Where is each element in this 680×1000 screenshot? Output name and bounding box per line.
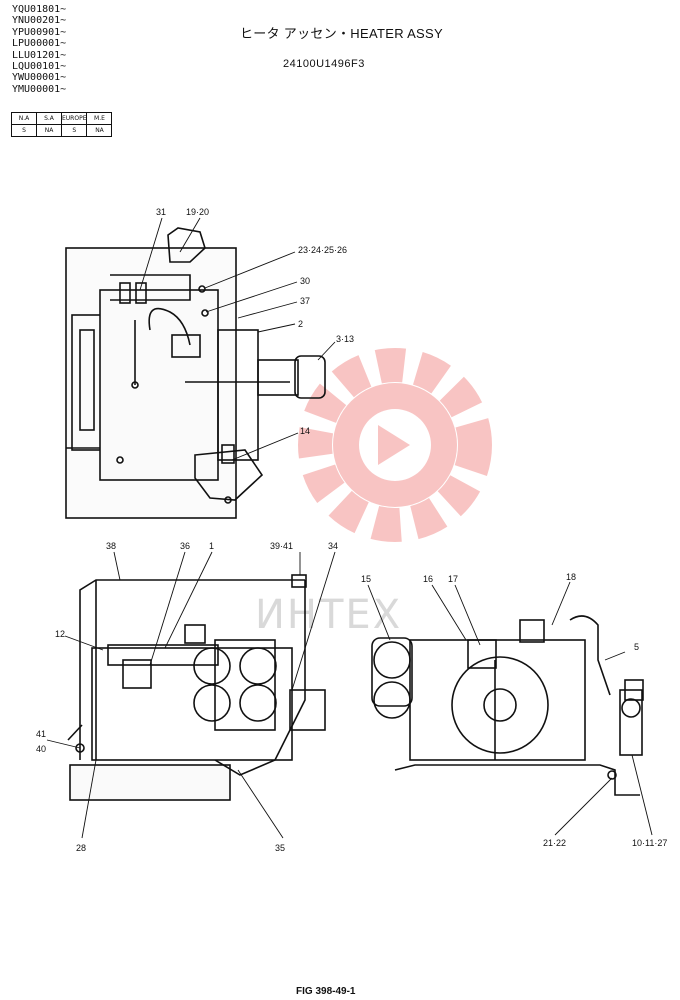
front-view-heater-unit: [67, 574, 326, 801]
callout-label: 30: [300, 276, 310, 286]
serial-range: YMU00001~: [12, 83, 67, 95]
watermark-text: ИНТЕХ: [255, 592, 402, 638]
market-value: S: [11, 124, 37, 137]
callout-label: 1: [209, 541, 214, 551]
callout-leaders: [46, 217, 653, 839]
figure-id: FIG 398-49-1: [296, 986, 356, 997]
callout-label: 5: [634, 642, 639, 652]
callout-label: 14: [300, 426, 310, 436]
callout-label: 21·22: [543, 838, 566, 848]
callout-label: 37: [300, 296, 310, 306]
callout-label: 38: [106, 541, 116, 551]
page-title: ヒータ アッセン・HEATER ASSY: [240, 26, 443, 41]
callout-label: 16: [423, 574, 433, 584]
serial-range-list: YQU01801~ YNU00201~ YPU00901~ LPU00001~ …: [12, 4, 66, 95]
callout-label: 10·11·27: [632, 838, 667, 848]
callout-label: 35: [275, 843, 285, 853]
callout-label: 39·41: [270, 541, 293, 551]
callout-label: 19·20: [186, 207, 209, 217]
callout-label: 23·24·25·26: [298, 245, 347, 255]
callout-label: 18: [566, 572, 576, 582]
assembly-part-number: 24100U1496F3: [283, 58, 365, 70]
callout-label: 15: [361, 574, 371, 584]
serial-range: YWU00001~: [12, 72, 67, 84]
callout-label: 36: [180, 541, 190, 551]
serial-range: YPU00901~: [12, 26, 67, 38]
serial-range: YNU00201~: [12, 15, 67, 27]
callout-label: 17: [448, 574, 458, 584]
serial-range: LQU00101~: [12, 61, 67, 73]
callout-label: 40: [36, 744, 46, 754]
side-view-heater-unit: [371, 615, 644, 796]
callout-label: 12: [55, 629, 65, 639]
callout-label: 2: [298, 319, 303, 329]
market-table: N.A S.A EUROPE M.E S NA S NA: [11, 112, 113, 137]
top-view-plate-assembly: [65, 227, 326, 519]
market-value: NA: [86, 124, 113, 137]
serial-range: LPU00001~: [12, 38, 67, 50]
serial-range: YQU01801~: [12, 4, 67, 15]
callout-label: 3·13: [336, 334, 354, 344]
serial-range: LLU01201~: [12, 49, 67, 61]
callout-label: 31: [156, 207, 166, 217]
callout-label: 41: [36, 729, 46, 739]
callout-label: 28: [76, 843, 86, 853]
market-value: S: [60, 124, 88, 137]
callout-label: 34: [328, 541, 338, 551]
watermark-gear-logo: [298, 348, 492, 542]
